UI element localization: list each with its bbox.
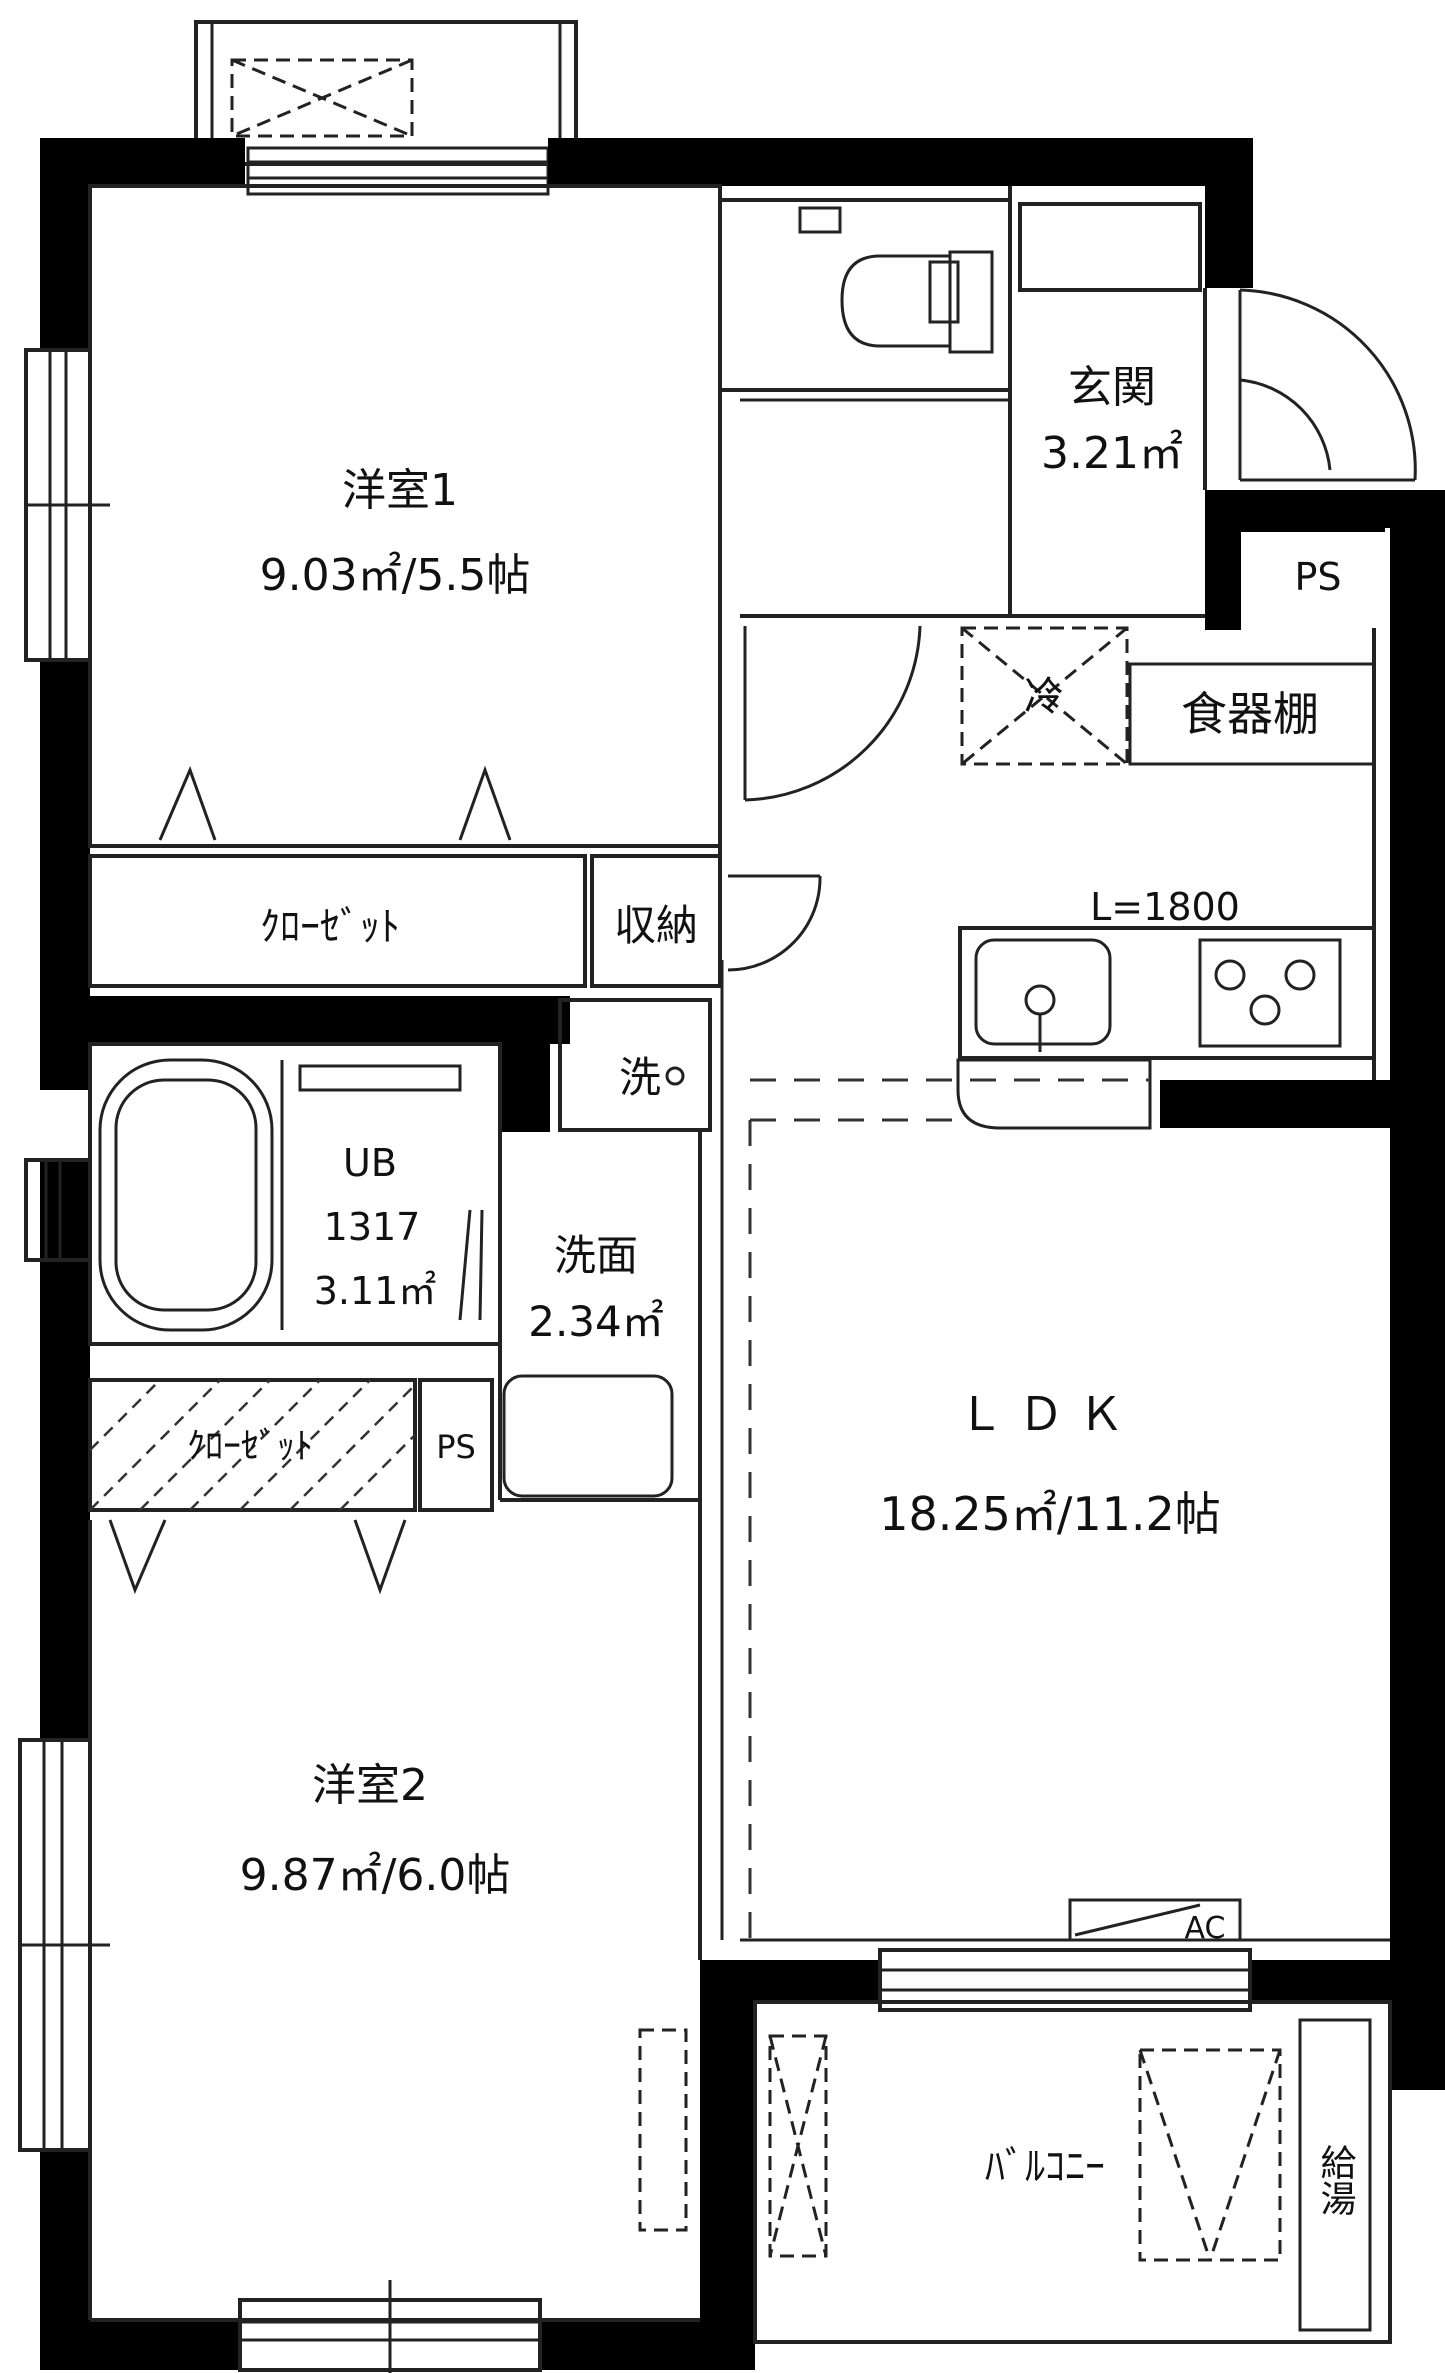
unit-bath — [88, 1042, 502, 1346]
hall-and-entrance — [740, 186, 1417, 802]
bath-code: 1317 — [324, 1205, 421, 1249]
washroom-size: 2.34㎡ — [528, 1297, 664, 1346]
cupboard-label: 食器棚 — [1181, 687, 1319, 741]
storage-label: 収納 — [614, 901, 698, 950]
laundry-space — [558, 998, 712, 1132]
balcony-label: ﾊﾞﾙｺﾆｰ — [985, 2144, 1105, 2190]
ldk-dashed-outline — [740, 1078, 1390, 1942]
balcony — [753, 2000, 1392, 2344]
kitchen — [956, 626, 1376, 1130]
kitchen-length-label: L=1800 — [1090, 885, 1240, 929]
bedroom2-walls — [88, 1520, 702, 2322]
closet-mid-label: ｸﾛｰｾﾞｯﾄ — [187, 1426, 313, 1467]
bedroom1-size: 9.03㎡/5.5帖 — [260, 550, 531, 601]
exterior-walls — [40, 138, 1445, 2370]
entrance-name: 玄関 — [1068, 362, 1156, 413]
washroom-name: 洗面 — [554, 1231, 638, 1280]
bath-name: UB — [343, 1141, 397, 1185]
ps-top-label: PS — [1294, 555, 1341, 599]
north-window-bedroom1 — [194, 20, 578, 196]
west-window-bedroom1 — [24, 348, 110, 662]
ldk-size: 18.25㎡/11.2帖 — [879, 1487, 1221, 1541]
ac-label: AC — [1185, 1911, 1226, 1946]
water-heater-label: 給湯 — [1315, 2144, 1356, 2216]
ldk-name: ＬＤＫ — [958, 1387, 1138, 1441]
west-window-bedroom2 — [18, 1738, 110, 2152]
bath-size: 3.11㎡ — [314, 1269, 437, 1313]
entrance-size: 3.21㎡ — [1041, 428, 1183, 479]
washer-label: 洗 — [619, 1053, 661, 1102]
closet-hatched — [88, 1378, 494, 1595]
bedroom2-name: 洋室2 — [312, 1760, 428, 1811]
fridge-label: 冷 — [1024, 674, 1064, 720]
closet-top-label: ｸﾛｰｾﾞｯﾄ — [260, 904, 400, 950]
ps-mid-label: PS — [436, 1428, 476, 1466]
bedroom1-name: 洋室1 — [342, 465, 458, 516]
storage-door — [727, 874, 822, 972]
toilet-room — [718, 198, 1012, 392]
south-window-bedroom2 — [238, 2280, 542, 2373]
bedroom2-size: 9.87㎡/6.0帖 — [240, 1850, 511, 1901]
ldk-south-window — [878, 1898, 1252, 2012]
